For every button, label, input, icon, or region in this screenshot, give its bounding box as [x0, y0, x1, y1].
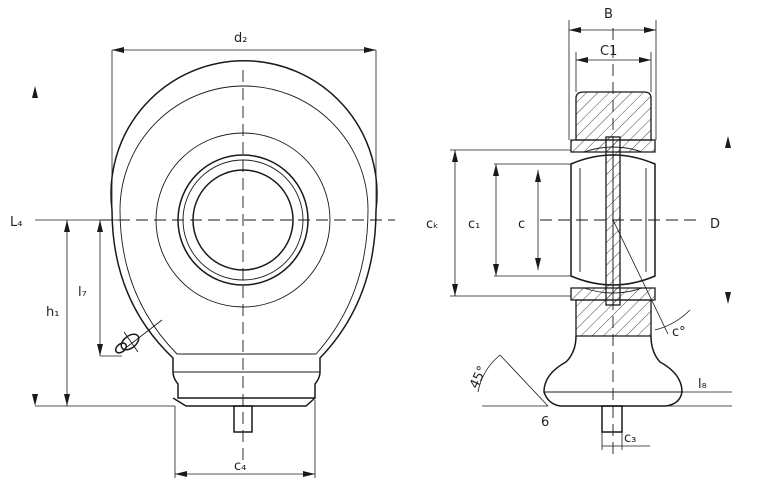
angle-45-label: 45° — [467, 364, 490, 391]
c3-label: c₃ — [624, 431, 636, 446]
c1-label: c₁ — [468, 217, 480, 232]
l4-arrow-bottom — [32, 394, 38, 406]
side-pin — [601, 405, 623, 433]
angle-c-line — [612, 219, 669, 335]
front-body-inner-outline — [119, 85, 369, 355]
grease-nipple-icon — [114, 319, 163, 354]
base-chamfer — [172, 397, 316, 407]
angle-c-label: c° — [672, 325, 686, 340]
l4-label: L₄ — [10, 215, 22, 230]
side-view: B C1 cₖ c₁ c D c° — [426, 7, 732, 460]
d-arrow-top — [725, 136, 731, 148]
front-view: d₂ L₄ h₁ l₇ c₄ — [10, 31, 395, 478]
l8-label: l₈ — [698, 377, 707, 392]
b-label: B — [604, 7, 613, 22]
six-label: 6 — [541, 415, 549, 430]
d-label: D — [710, 217, 720, 232]
chamfer-arc — [477, 354, 501, 393]
front-body-outline — [110, 60, 378, 399]
ck-label: cₖ — [426, 217, 439, 232]
c1-top-label: C1 — [600, 44, 617, 59]
chamfer-line — [499, 354, 549, 407]
c-label: c — [518, 217, 525, 232]
l7-label: l₇ — [78, 285, 87, 300]
angle-c-arc — [654, 309, 691, 331]
housing-top-section — [575, 91, 652, 141]
d-arrow-bottom — [725, 292, 731, 304]
h1-label: h₁ — [46, 305, 59, 320]
c4-label: c₄ — [234, 459, 246, 474]
l4-arrow-top — [32, 86, 38, 98]
d2-label: d₂ — [234, 31, 247, 46]
